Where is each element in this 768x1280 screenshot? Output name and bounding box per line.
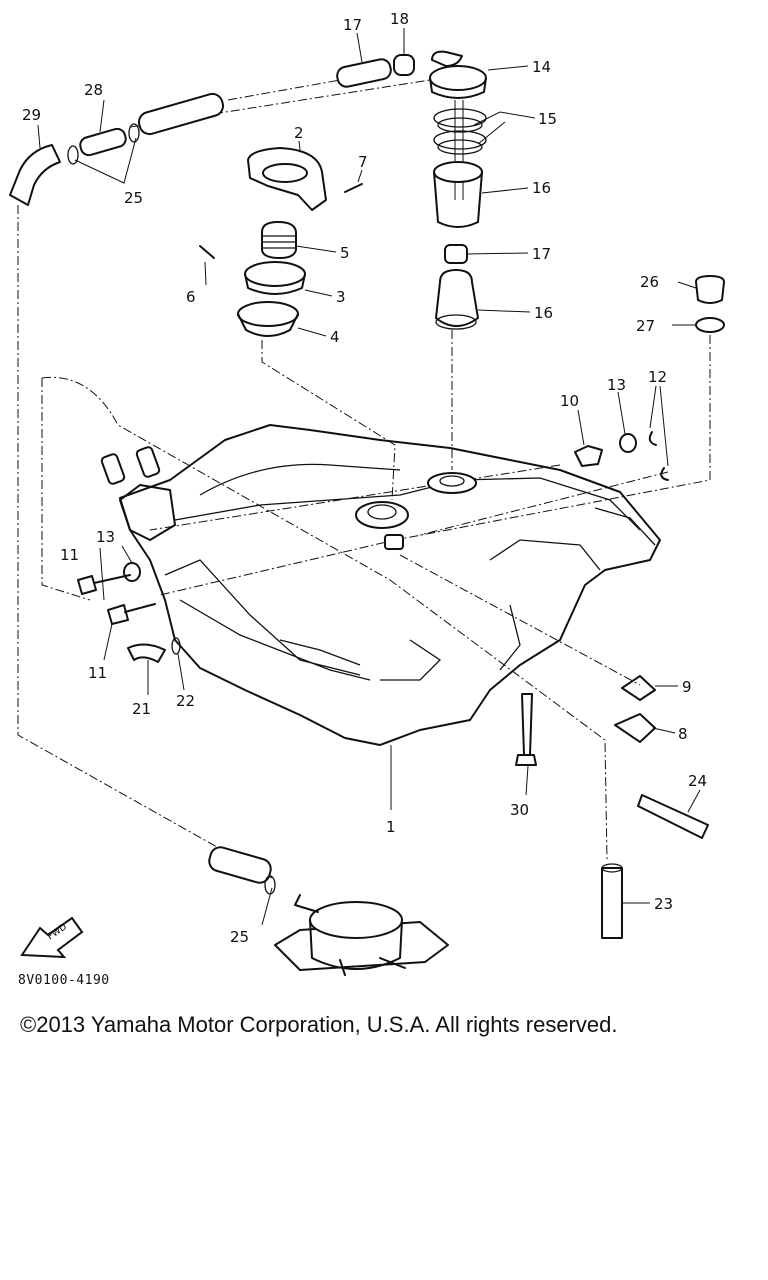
- callout-13a: 13: [607, 376, 626, 394]
- copyright-notice: ©2013 Yamaha Motor Corporation, U.S.A. A…: [20, 1012, 618, 1037]
- small-parts: [123, 275, 725, 839]
- callout-28: 28: [84, 81, 103, 99]
- bolts-and-clips: [77, 574, 181, 663]
- callout-7: 7: [358, 153, 368, 171]
- callout-9: 9: [682, 678, 692, 696]
- lower-parts: [208, 846, 623, 976]
- fuel-tank-exploded-diagram: FWD 17: [9, 10, 725, 976]
- callout-27: 27: [636, 317, 655, 335]
- callout-4: 4: [330, 328, 340, 346]
- callout-8: 8: [678, 725, 688, 743]
- callout-13b: 13: [96, 528, 115, 546]
- callout-24: 24: [688, 772, 707, 790]
- callout-16-value: 16: [534, 304, 553, 322]
- callout-5: 5: [340, 244, 350, 262]
- hoses-and-fittings: [9, 54, 415, 206]
- callout-6: 6: [186, 288, 196, 306]
- callout-23: 23: [654, 895, 673, 913]
- callout-15: 15: [538, 110, 557, 128]
- leader-lines: [37, 28, 701, 926]
- callout-29: 29: [22, 106, 41, 124]
- fuel-pump-assembly: [429, 50, 487, 330]
- callout-2: 2: [294, 124, 304, 142]
- fuel-tank: [100, 424, 661, 746]
- filler-cap-assembly: [199, 147, 363, 337]
- callout-20: 18: [390, 10, 409, 28]
- callout-25b: 25: [230, 928, 249, 946]
- callout-numbers: 17 18 14 15 16 15 13 17 16 16 2 7 5 6 3 …: [22, 10, 707, 946]
- callout-1: 1: [386, 818, 396, 836]
- callout-3: 3: [336, 288, 346, 306]
- callout-26: 26: [640, 273, 659, 291]
- callout-21: 21: [132, 700, 151, 718]
- callout-12: 12: [648, 368, 667, 386]
- callout-25a: 25: [124, 189, 143, 207]
- callout-18: 16: [532, 179, 551, 197]
- callout-14: 14: [532, 58, 551, 76]
- fwd-arrow-icon: FWD: [20, 916, 84, 959]
- callout-22: 22: [176, 692, 195, 710]
- callout-11b: 11: [88, 664, 107, 682]
- callout-17-value: 17: [532, 245, 551, 263]
- callout-19: 17: [343, 16, 362, 34]
- callout-10: 10: [560, 392, 579, 410]
- callout-11a: 11: [60, 546, 79, 564]
- assembly-lines: [17, 79, 711, 879]
- callout-30: 30: [510, 801, 529, 819]
- drawing-code: 8V0100-4190: [18, 973, 110, 988]
